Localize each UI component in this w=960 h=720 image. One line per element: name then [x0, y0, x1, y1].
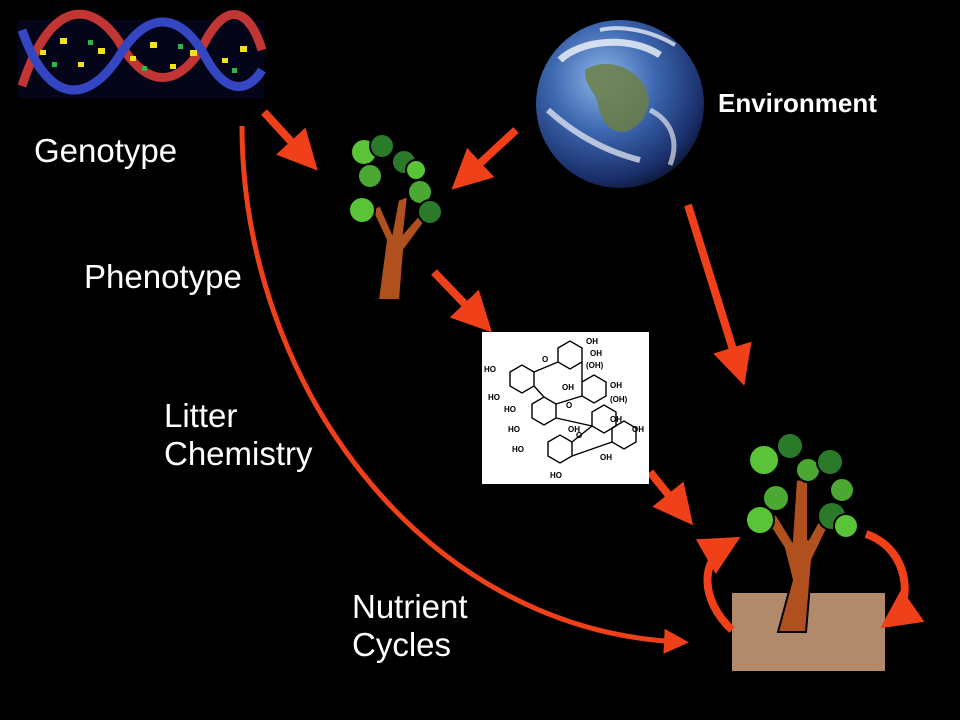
chem-group: O [566, 401, 572, 410]
litter-chemistry-label: Litter Chemistry [164, 397, 313, 472]
chem-group: OH [590, 349, 602, 358]
chemical-structure-drawing: OH OH (OH) HO O OH OH HO (OH) HO O OH HO… [484, 337, 644, 480]
chem-group: OH [610, 415, 622, 424]
arrow-environment-to-ecosystem [684, 203, 752, 386]
genotype-label: Genotype [34, 132, 178, 169]
chem-group: (OH) [586, 361, 604, 370]
chem-group: OH [568, 425, 580, 434]
arrow-soil-loop-left [695, 536, 741, 633]
chem-group: OH [562, 383, 574, 392]
chem-group: HO [504, 405, 516, 414]
environment-label: Environment [718, 88, 877, 118]
chem-group: OH [610, 381, 622, 390]
earth-globe-icon [536, 20, 704, 188]
phenotype-label: Phenotype [84, 258, 242, 295]
chem-group: O [542, 355, 548, 364]
nutrient-cycles-label: Nutrient Cycles [352, 588, 468, 663]
arrow-genotype-to-phenotype [261, 109, 318, 171]
dna-helix-icon [17, 9, 267, 98]
chemical-structure-icon: OH OH (OH) HO O OH OH HO (OH) HO O OH HO… [482, 332, 649, 484]
arrows [239, 109, 925, 654]
chem-group: HO [488, 393, 500, 402]
chem-group: OH [600, 453, 612, 462]
arrow-phenotype-to-chemistry [431, 269, 492, 333]
chem-group: HO [550, 471, 562, 480]
chem-group: OH [632, 425, 644, 434]
chem-group: HO [512, 445, 524, 454]
chem-group: OH [586, 337, 598, 346]
chem-group: (OH) [610, 395, 628, 404]
chem-group: O [576, 431, 582, 440]
chem-group: HO [484, 365, 496, 374]
tree-in-soil-icon [732, 432, 885, 671]
tree-icon [348, 133, 443, 301]
arrow-environment-to-phenotype [451, 127, 519, 190]
arrow-chemistry-to-ecosystem [646, 469, 694, 526]
arrow-soil-loop-right [864, 530, 925, 629]
arrow-genotype-to-nutrient-cycles [239, 125, 689, 654]
chem-group: HO [508, 425, 520, 434]
